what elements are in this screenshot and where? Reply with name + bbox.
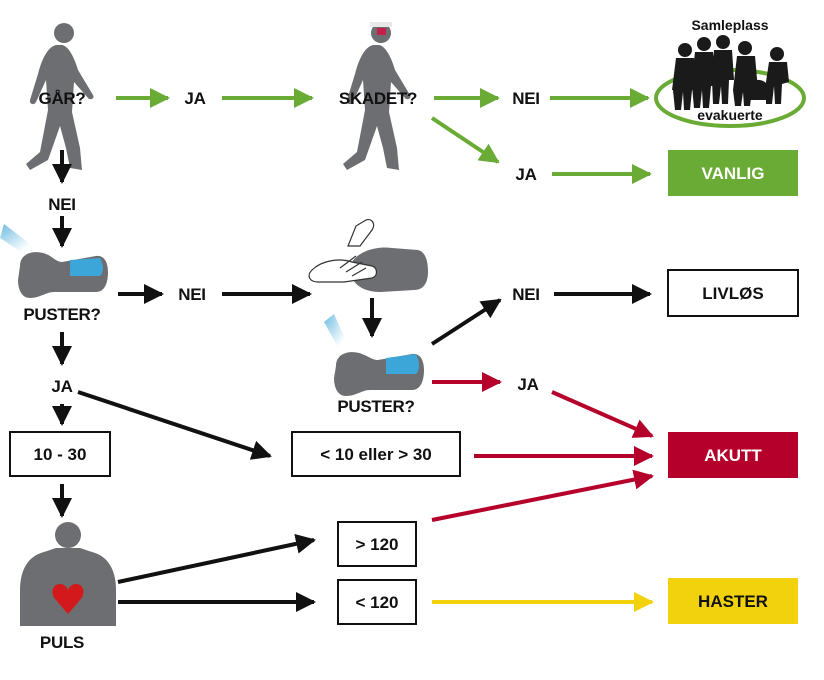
label-nei-2: NEI: [48, 195, 75, 214]
outcome-livlos: [667, 269, 799, 317]
heart-torso-icon: [20, 522, 116, 626]
range-normal-text: 10 - 30: [34, 445, 87, 464]
label-nei-1: NEI: [512, 89, 539, 108]
label-gar: GÅR?: [39, 89, 86, 108]
range-normal-box: [9, 431, 111, 477]
outcome-vanlig-text: VANLIG: [702, 164, 765, 183]
outcome-vanlig: [668, 150, 798, 196]
arrow-ja-akutt: [551, 390, 654, 438]
assembly-title: Samleplass: [691, 17, 768, 33]
group-of-people-icon: [654, 35, 806, 128]
label-ja-3: JA: [51, 377, 72, 396]
arrow-skadet-ja: [430, 116, 500, 164]
outcome-akutt-text: AKUTT: [704, 446, 762, 465]
hands-head-tilt-icon: [308, 219, 428, 292]
label-nei-4: NEI: [512, 285, 539, 304]
range-abnormal-box: [291, 431, 461, 477]
arrow-high-akutt: [431, 469, 654, 522]
label-nei-3: NEI: [178, 285, 205, 304]
outcome-haster-text: HASTER: [698, 592, 768, 611]
pulse-high-box: [337, 521, 417, 567]
outcome-livlos-text: LIVLØS: [702, 284, 763, 303]
arrow-puls-high: [117, 533, 316, 584]
arrow-ja-abnormal: [77, 390, 272, 460]
pulse-low-box: [337, 579, 417, 625]
label-puster-2: PUSTER?: [337, 397, 414, 416]
label-puster-1: PUSTER?: [23, 305, 100, 324]
label-ja-2: JA: [515, 165, 536, 184]
red-arrows: [431, 372, 654, 522]
label-puls: PULS: [40, 633, 84, 652]
lying-person-icon-2: [324, 314, 424, 396]
outcome-haster: [668, 578, 798, 624]
lying-person-icon: [0, 224, 108, 298]
black-arrows: [52, 150, 652, 612]
pulse-high-text: > 120: [355, 535, 398, 554]
green-arrows: [116, 88, 652, 184]
assembly-subtitle: evakuerte: [697, 107, 763, 123]
outcome-akutt: [668, 432, 798, 478]
pulse-low-text: < 120: [355, 593, 398, 612]
injured-walking-person-icon: [343, 22, 411, 170]
range-abnormal-text: < 10 eller > 30: [320, 445, 432, 464]
walking-person-icon: [26, 23, 94, 170]
label-ja-4: JA: [517, 375, 538, 394]
label-skadet: SKADET?: [339, 89, 417, 108]
arrow-puster2-nei: [430, 298, 502, 346]
label-ja-1: JA: [184, 89, 205, 108]
